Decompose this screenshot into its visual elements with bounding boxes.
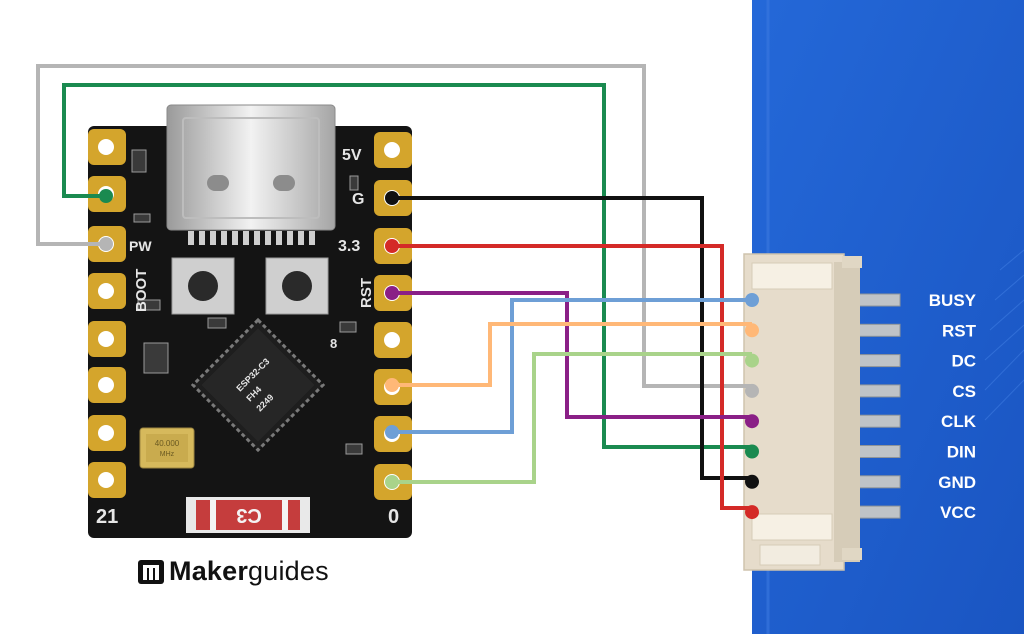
wire-end-cs bbox=[745, 383, 759, 398]
wire-start-gnd bbox=[385, 191, 399, 205]
wire-end-din bbox=[745, 444, 759, 459]
wire-end-clk bbox=[745, 414, 759, 429]
display-pin-label-gnd: GND bbox=[938, 473, 976, 492]
brand-part-1: Maker bbox=[169, 555, 249, 586]
display-pin-pads bbox=[847, 293, 901, 519]
makerguides-logo: Makerguides bbox=[137, 553, 329, 589]
display-pin-label-din: DIN bbox=[947, 443, 976, 462]
display-pin-label-rst: RST bbox=[942, 321, 977, 340]
pin-label-boot: BOOT bbox=[133, 269, 150, 312]
wire-end-busy bbox=[745, 293, 759, 307]
wire-end-dots bbox=[99, 189, 759, 520]
crystal-oscillator: 40.000 MHz bbox=[139, 427, 195, 469]
wires bbox=[36, 64, 752, 510]
wire-start-busy bbox=[385, 425, 399, 439]
wire-end-dc bbox=[745, 353, 759, 368]
wire-start-cs bbox=[99, 237, 113, 251]
wire-vcc bbox=[392, 244, 752, 510]
crystal-label-2: MHz bbox=[160, 451, 175, 458]
makerguides-logo-icon bbox=[138, 560, 164, 584]
wire-cs bbox=[36, 64, 752, 388]
wire-busy bbox=[392, 298, 752, 434]
display-pin-labels: BUSY RST DC CS CLK DIN GND VCC bbox=[929, 291, 977, 522]
corner-number-21: 21 bbox=[96, 506, 118, 528]
wire-end-vcc bbox=[745, 505, 759, 520]
silk-digit-8: 8 bbox=[330, 336, 337, 351]
pin-label-5v: 5V bbox=[342, 147, 362, 164]
pin-label-pw: PW bbox=[129, 238, 152, 254]
display-pin-label-dc: DC bbox=[951, 352, 976, 371]
boot-button bbox=[171, 257, 235, 315]
display-pin-label-clk: CLK bbox=[941, 412, 977, 431]
epaper-display: BUSY RST DC CS CLK DIN GND VCC bbox=[743, 0, 1024, 634]
display-pin-label-busy: BUSY bbox=[929, 291, 977, 310]
brand-part-2: guides bbox=[248, 555, 329, 586]
pin-label-3v3: 3.3 bbox=[338, 238, 360, 255]
wire-end-gnd bbox=[745, 474, 759, 489]
fpc-connector bbox=[743, 253, 862, 571]
pin-label-g: G bbox=[352, 191, 364, 208]
wire-start-vcc bbox=[385, 239, 399, 253]
wire-start-rst bbox=[385, 378, 399, 392]
wire-start-dc bbox=[385, 475, 399, 489]
esp32-c3-supermini-board: ESP32-C3 FH4 2249 40.000 MHz C3 5V G 3.3… bbox=[88, 104, 412, 538]
display-pin-label-vcc: VCC bbox=[940, 503, 976, 522]
wire-start-din bbox=[99, 189, 113, 203]
usb-c-connector bbox=[166, 104, 336, 245]
wire-end-rst bbox=[745, 323, 759, 338]
wire-din bbox=[62, 83, 752, 449]
pin-label-rst: RST bbox=[358, 278, 375, 308]
wire-rst bbox=[392, 322, 752, 387]
corner-number-0: 0 bbox=[388, 506, 399, 528]
smd-components bbox=[131, 149, 363, 455]
crystal-label-1: 40.000 bbox=[155, 439, 180, 448]
ceramic-antenna: C3 bbox=[186, 497, 310, 533]
makerguides-wordmark: Makerguides bbox=[169, 556, 329, 587]
antenna-label: C3 bbox=[236, 504, 262, 526]
reset-button bbox=[265, 257, 329, 315]
wire-dc bbox=[392, 352, 752, 484]
wire-gnd bbox=[392, 196, 752, 480]
wire-start-clk bbox=[385, 286, 399, 300]
display-pin-label-cs: CS bbox=[952, 382, 976, 401]
flex-traces bbox=[984, 249, 1024, 421]
